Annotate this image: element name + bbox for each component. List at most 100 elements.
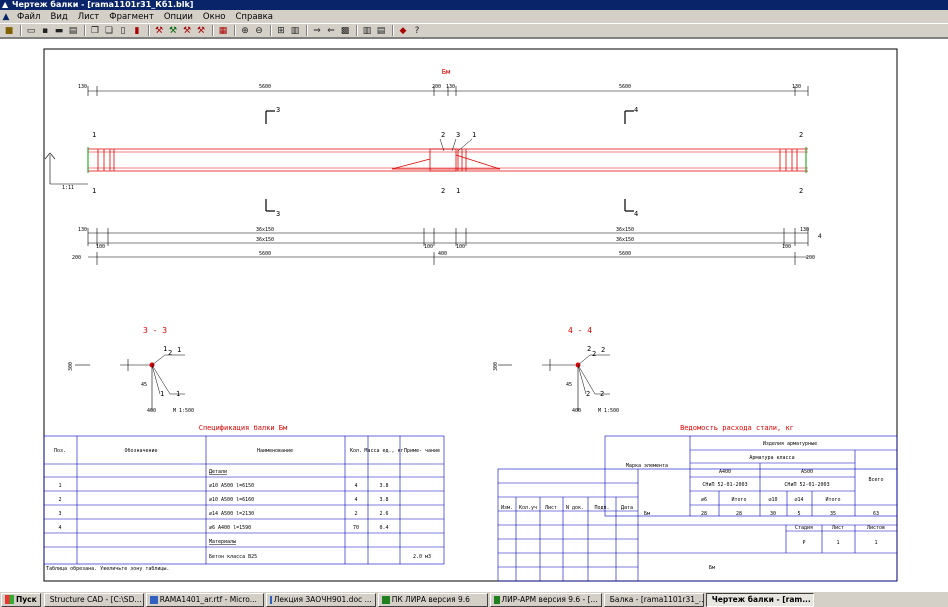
- spec-h-designation: Обозначение: [124, 447, 157, 454]
- steel-h-a500: А500: [801, 469, 813, 475]
- zoom-in-icon[interactable]: ⊕: [241, 25, 249, 36]
- table-icon[interactable]: ▥: [290, 25, 300, 36]
- dim-top-0: 130: [78, 84, 87, 90]
- title-bar: ▲ Чертеж балки - [rama1101r31_Кб1.blk]: [0, 0, 948, 10]
- section-3-scale: М 1:500: [173, 408, 194, 414]
- stamp-title-sheet: Лист: [832, 525, 844, 531]
- section-3-mark-b: 2: [168, 349, 172, 357]
- section-4-4-drawing: [498, 354, 610, 411]
- steel-h-rebar: Арматура класса: [749, 455, 794, 461]
- start-button[interactable]: Пуск: [1, 592, 41, 607]
- task-lir-arm[interactable]: ЛИР-АРМ версия 9.6 - [...: [489, 592, 602, 607]
- cut-icon[interactable]: ▯: [120, 25, 126, 36]
- steel-val-5: 63: [873, 511, 879, 517]
- hammer1-icon[interactable]: ⚒: [154, 25, 164, 36]
- print-icon[interactable]: ▬: [54, 25, 64, 36]
- spec-footer-warning: Таблица обрезана. Увеличьте зону таблицы…: [46, 565, 169, 572]
- steel-row-mark: Бм: [644, 511, 650, 517]
- spec-row3-mass: 2.6: [379, 511, 388, 517]
- spec-row1-mass: 3.8: [379, 483, 388, 489]
- menu-view[interactable]: Вид: [50, 11, 68, 22]
- document-icon[interactable]: ▲: [2, 11, 10, 22]
- toolbar-separator: [234, 25, 236, 36]
- section-3-3-drawing: [75, 354, 185, 411]
- task-word-doc[interactable]: Лекция ЗАОЧН901.doc ...: [265, 592, 376, 607]
- print-preview-icon[interactable]: ▤: [68, 25, 78, 36]
- hammer3-icon[interactable]: ⚒: [182, 25, 192, 36]
- spec-row1-pos: 1: [58, 483, 61, 489]
- columns-icon[interactable]: ▥: [362, 25, 372, 36]
- spec-row4-pos: 4: [58, 525, 61, 531]
- task-lira[interactable]: ПК ЛИРА версия 9.6: [377, 592, 488, 607]
- drawing-canvas[interactable]: Бм 130 5600 200 130 5600 130 3: [0, 38, 948, 591]
- steel-title: Ведомость расхода стали, кг: [680, 424, 794, 432]
- dim-bottom-4: 100: [456, 244, 465, 250]
- steel-table-grid: [604, 435, 898, 517]
- node-mark-1-mid: 1: [472, 131, 476, 139]
- steel-val-2: 30: [770, 511, 776, 517]
- menu-help[interactable]: Справка: [235, 11, 273, 22]
- properties-icon[interactable]: ▦: [218, 25, 228, 36]
- delete-icon[interactable]: ▮: [134, 25, 140, 36]
- help-icon[interactable]: ?: [414, 25, 420, 36]
- menu-options[interactable]: Опции: [163, 11, 193, 22]
- dim-bottom-2: 36x150: [256, 237, 274, 243]
- fit-icon[interactable]: ⊞: [277, 25, 285, 36]
- steel-h-total: Всего: [868, 477, 883, 483]
- section-cut-3-bottom: [265, 199, 275, 212]
- toolbar-separator: [212, 25, 214, 36]
- menu-window[interactable]: Окно: [202, 11, 226, 22]
- task-beam-drawing[interactable]: Чертеж балки - [ram...: [705, 592, 814, 607]
- dim-bottom-7: 130: [800, 227, 809, 233]
- arrow-right-icon[interactable]: ⇒: [313, 25, 321, 36]
- copy-icon[interactable]: ❐: [90, 25, 100, 36]
- section-3-mark-d: 1: [160, 390, 164, 398]
- arrow-left-icon[interactable]: ⇐: [327, 25, 335, 36]
- zoom-out-icon[interactable]: ⊖: [255, 25, 263, 36]
- steel-h-a400: А400: [719, 469, 731, 475]
- stamp-col-5: Дата: [621, 505, 633, 511]
- steel-h-mark: Марка элемента: [626, 463, 668, 469]
- hammer4-icon[interactable]: ⚒: [196, 25, 206, 36]
- exit-icon[interactable]: ■: [4, 25, 14, 36]
- spec-row1-qty: 4: [354, 483, 357, 489]
- node-mark-2-mid: 2: [441, 131, 445, 139]
- spec-h-note: Приме- чание: [404, 448, 440, 454]
- spec-row3-name: ⌀14 А500 l=2130: [209, 511, 254, 517]
- task-word-rtf[interactable]: RAMA1401_ar.rtf - Micro...: [145, 592, 264, 607]
- task-label: Балка - [rama1101r31_...: [609, 595, 704, 604]
- task-label: RAMA1401_ar.rtf - Micro...: [159, 595, 257, 604]
- taskbar: Пуск Structure CAD - [C:\SD... RAMA1401_…: [0, 591, 948, 607]
- task-structure-cad[interactable]: Structure CAD - [C:\SD...: [43, 592, 144, 607]
- menu-file[interactable]: Файл: [17, 11, 41, 22]
- section-cut-3-top: [265, 110, 275, 124]
- node-mark-2-right-top: 2: [799, 131, 803, 139]
- grid-icon[interactable]: ▩: [340, 25, 350, 36]
- paste-icon[interactable]: ❏: [104, 25, 114, 36]
- task-label: Лекция ЗАОЧН901.doc ...: [273, 595, 372, 604]
- section-cut-4-bottom: [624, 199, 634, 212]
- spec-h-pos: Поз.: [54, 448, 66, 454]
- menu-sheet[interactable]: Лист: [77, 11, 100, 22]
- node-mark-2-right-bottom: 2: [799, 187, 803, 195]
- spec-concrete: Бетон класса В25: [209, 554, 257, 560]
- toolbar-separator: [270, 25, 272, 36]
- hammer2-icon[interactable]: ⚒: [168, 25, 178, 36]
- menu-fragment[interactable]: Фрагмент: [109, 11, 154, 22]
- task-label: Чертеж балки - [ram...: [711, 595, 811, 604]
- app-icon: ▲: [2, 0, 9, 9]
- save-icon[interactable]: ▪: [41, 25, 49, 36]
- steel-val-1: 28: [736, 511, 742, 517]
- task-beam[interactable]: Балка - [rama1101r31_...: [603, 592, 704, 607]
- open-icon[interactable]: ▭: [26, 25, 36, 36]
- dim-bottom-6: 100: [782, 244, 791, 250]
- dim-top-2: 200: [432, 84, 441, 90]
- section-3-dim-side: 300: [68, 362, 74, 371]
- toolbar: ■ ▭ ▪ ▬ ▤ ❐ ❏ ▯ ▮ ⚒ ⚒ ⚒ ⚒ ▦ ⊕ ⊖ ⊞ ▥ ⇒ ⇐ …: [0, 23, 948, 38]
- toolbar-separator: [148, 25, 150, 36]
- book-icon[interactable]: ◆: [399, 25, 407, 36]
- section-cut-4-top: [624, 110, 634, 124]
- rows-icon[interactable]: ▤: [376, 25, 386, 36]
- dim-bottom-1: 100: [96, 244, 105, 250]
